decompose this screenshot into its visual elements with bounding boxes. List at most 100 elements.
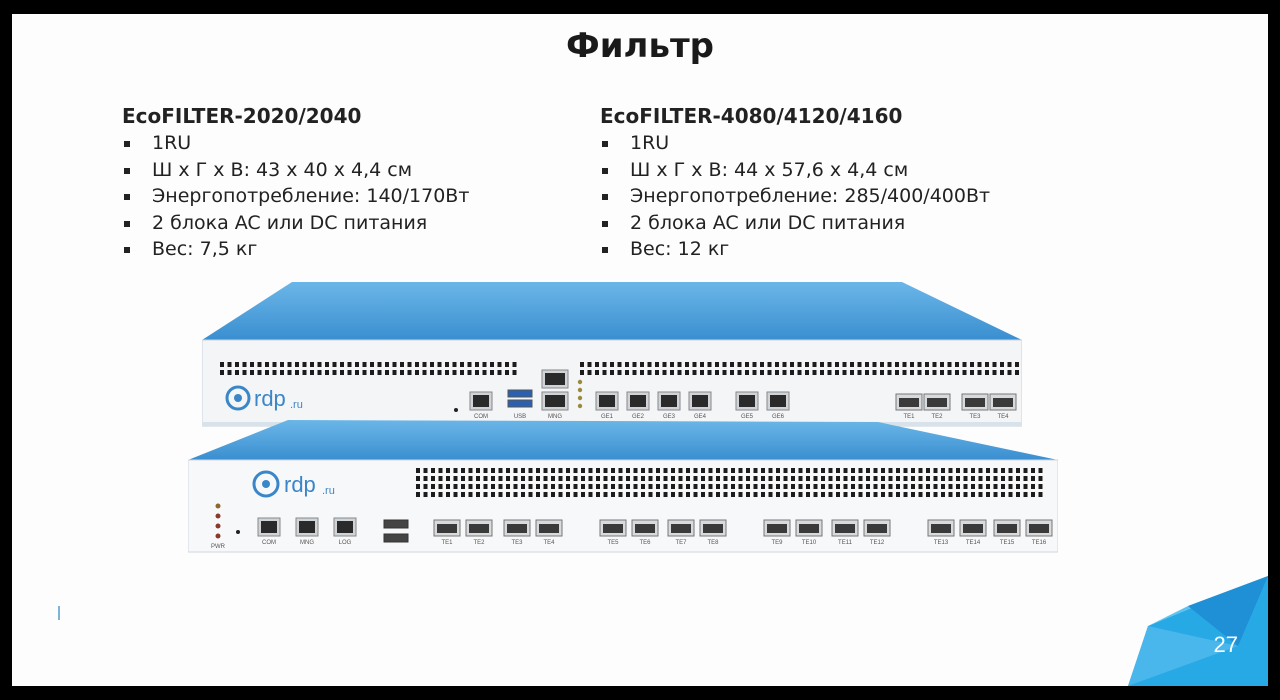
sfp-port: TE6 — [631, 519, 659, 546]
usb-port — [383, 519, 409, 543]
sfp-port: TE8 — [699, 519, 727, 546]
list-item: Вес: 7,5 кг — [122, 236, 469, 263]
sfp-port: TE7 — [667, 519, 695, 546]
slide-title: Фильтр — [566, 26, 714, 66]
presentation-slide: Фильтр EcoFILTER-2020/2040 1RU Ш х Г х В… — [12, 14, 1268, 686]
port-label: TE1 — [441, 540, 453, 546]
port-label: TE3 — [969, 414, 981, 420]
rj45-port: GE2 — [626, 391, 650, 420]
sfp-port: TE13 — [927, 519, 955, 546]
port-label: TE14 — [966, 540, 981, 546]
port-label: TE9 — [771, 540, 783, 546]
sfp-port: TE9 — [763, 519, 791, 546]
port-label: TE6 — [639, 540, 651, 546]
port-label: GE3 — [663, 414, 676, 420]
sfp-port: TE12 — [863, 519, 891, 546]
list-item: Энергопотребление: 140/170Вт — [122, 183, 469, 210]
port-label: TE3 — [511, 540, 523, 546]
port-label: TE4 — [543, 540, 555, 546]
rdp-logo: rdp .ru — [225, 385, 303, 411]
left-spec-block: EcoFILTER-2020/2040 1RU Ш х Г х В: 43 х … — [122, 104, 469, 263]
ecofilter-2020-device-image: rdp .ru COM USB MNG GE1 GE2 GE3 GE4 GE5 GE6 TE1 TE… — [202, 282, 1022, 427]
sfp-port: TE10 — [795, 519, 823, 546]
left-spec-heading: EcoFILTER-2020/2040 — [122, 104, 362, 128]
text-cursor-mark — [58, 606, 60, 620]
sfp-port: TE5 — [599, 519, 627, 546]
usb-port: USB — [507, 389, 533, 420]
page-number: 27 — [1213, 632, 1238, 657]
list-item: 1RU — [600, 130, 990, 157]
port-label: USB — [514, 414, 526, 420]
right-spec-block: EcoFILTER-4080/4120/4160 1RU Ш х Г х В: … — [600, 104, 990, 263]
device-top-panel — [188, 420, 1058, 460]
corner-decoration — [1128, 576, 1268, 686]
sfp-port: TE1 — [895, 393, 923, 420]
sfp-port: TE4 — [989, 393, 1017, 420]
port-label: TE2 — [931, 414, 943, 420]
svg-text:.ru: .ru — [322, 485, 335, 497]
rj45-port: GE1 — [595, 391, 619, 420]
list-item: Ш х Г х В: 44 х 57,6 х 4,4 см — [600, 157, 990, 184]
port-label: TE7 — [675, 540, 687, 546]
port-label: GE5 — [741, 414, 754, 420]
port-label: COM — [474, 414, 488, 420]
rj45-port: GE3 — [657, 391, 681, 420]
port-label: MNG — [548, 414, 562, 420]
sfp-port: TE14 — [959, 519, 987, 546]
vent-grid — [416, 468, 1043, 497]
list-item: 1RU — [122, 130, 469, 157]
svg-text:rdp: rdp — [254, 386, 286, 411]
rj45-port: GE5 — [735, 391, 759, 420]
rj45-port: GE6 — [766, 391, 790, 420]
port-label: TE15 — [1000, 540, 1015, 546]
right-spec-list: 1RU Ш х Г х В: 44 х 57,6 х 4,4 см Энерго… — [600, 130, 990, 263]
port-label: LOG — [339, 540, 352, 546]
sfp-port: TE3 — [961, 393, 989, 420]
sfp-port: TE4 — [535, 519, 563, 546]
right-spec-heading: EcoFILTER-4080/4120/4160 — [600, 104, 903, 128]
port-label: TE1 — [903, 414, 915, 420]
list-item: Вес: 12 кг — [600, 236, 990, 263]
port-label: TE11 — [838, 540, 853, 546]
port-group: COM USB MNG GE1 GE2 GE3 GE4 GE5 GE6 TE1 TE2 TE3 TE4 — [469, 369, 1017, 420]
rj45-port: COM — [257, 517, 281, 546]
status-leds — [215, 503, 240, 539]
list-item: 2 блока AC или DC питания — [600, 210, 990, 237]
port-label: TE8 — [707, 540, 719, 546]
sfp-port: TE3 — [503, 519, 531, 546]
sfp-port: TE15 — [993, 519, 1021, 546]
mng-port: MNG — [541, 369, 569, 420]
sfp-port: TE16 — [1025, 519, 1053, 546]
sfp-port: TE2 — [923, 393, 951, 420]
list-item: 2 блока AC или DC питания — [122, 210, 469, 237]
device-top-panel — [202, 282, 1022, 340]
port-label: COM — [262, 540, 276, 546]
list-item: Ш х Г х В: 43 х 40 х 4,4 см — [122, 157, 469, 184]
rdp-logo: rdp .ru — [252, 470, 335, 498]
port-label: TE4 — [997, 414, 1009, 420]
list-item: Энергопотребление: 285/400/400Вт — [600, 183, 990, 210]
rj45-port: COM — [469, 391, 493, 420]
rj45-port: LOG — [333, 517, 357, 546]
port-label: GE2 — [632, 414, 645, 420]
port-label: TE10 — [802, 540, 817, 546]
vent-grid — [580, 362, 1019, 375]
port-label: TE12 — [870, 540, 885, 546]
port-label: MNG — [300, 540, 314, 546]
port-label: GE4 — [694, 414, 707, 420]
port-label: TE13 — [934, 540, 949, 546]
sfp-port: TE1 — [433, 519, 461, 546]
svg-text:rdp: rdp — [284, 472, 316, 497]
sfp-port: TE2 — [465, 519, 493, 546]
port-label: TE5 — [607, 540, 619, 546]
sfp-port: TE11 — [831, 519, 859, 546]
svg-text:.ru: .ru — [290, 399, 303, 411]
port-label: TE16 — [1032, 540, 1047, 546]
port-label: GE1 — [601, 414, 614, 420]
vent-grid — [220, 362, 517, 375]
rj45-port: GE4 — [688, 391, 712, 420]
port-label: GE6 — [772, 414, 785, 420]
rj45-port: MNG — [295, 517, 319, 546]
